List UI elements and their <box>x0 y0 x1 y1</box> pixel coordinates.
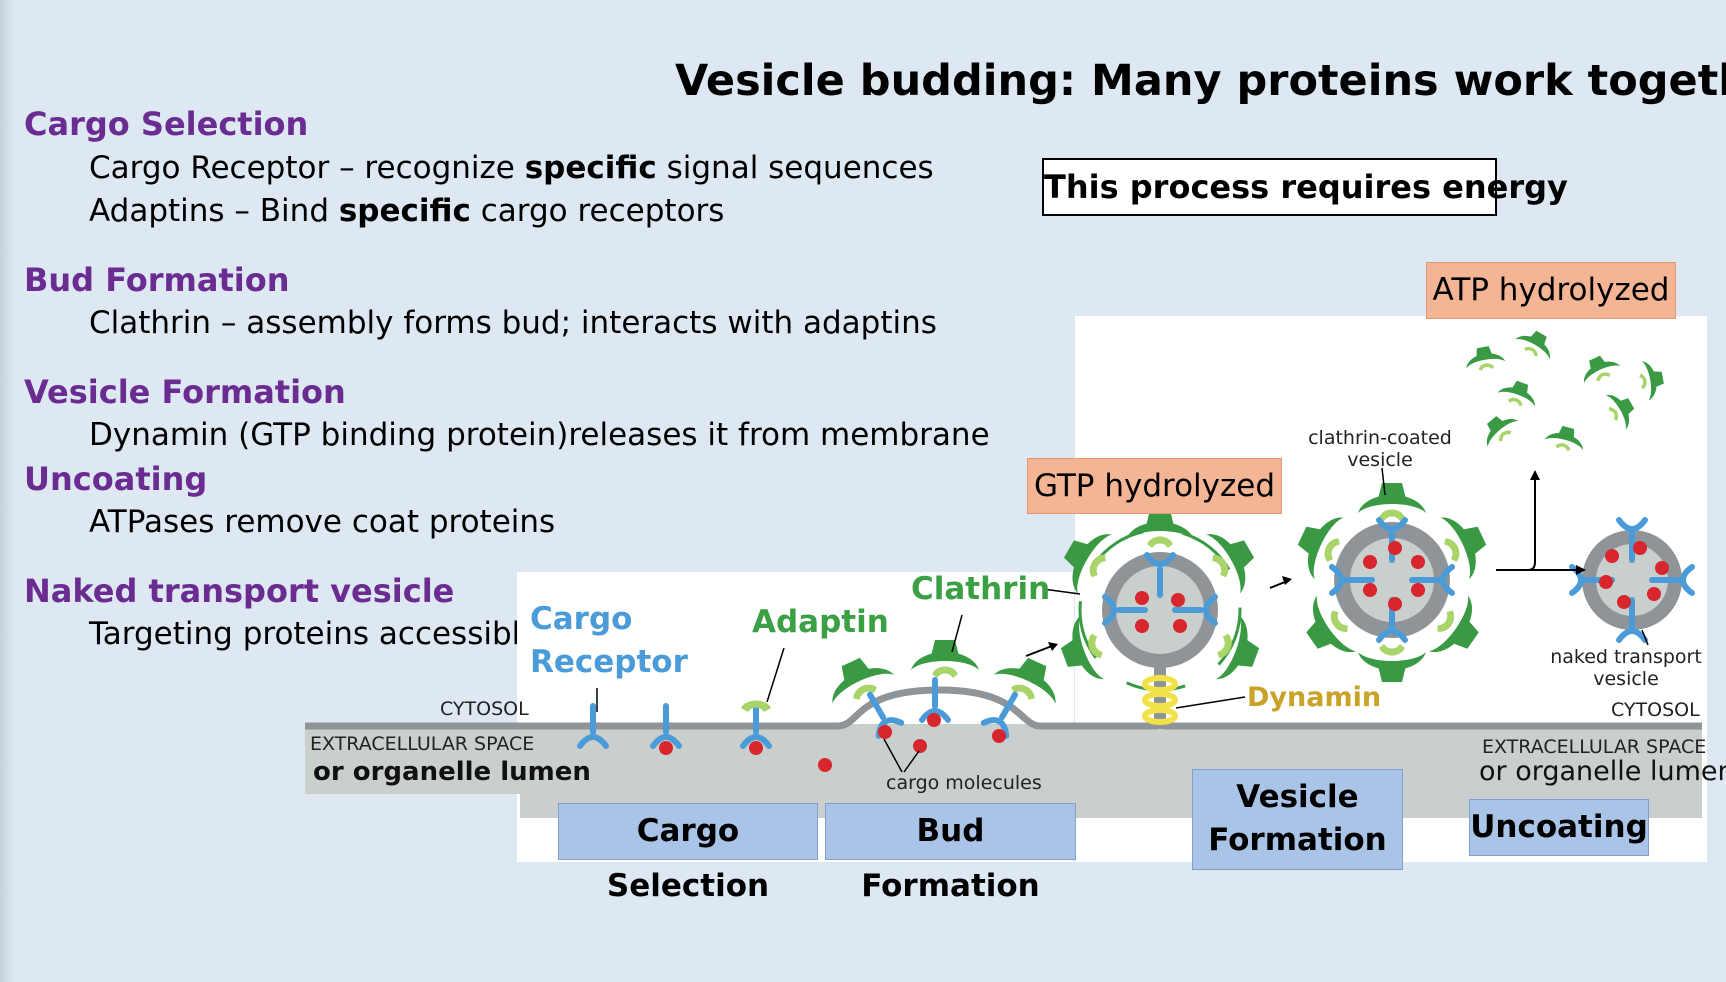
label-lumen-right: or organelle lumen <box>1479 756 1726 787</box>
section-heading-uncoating: Uncoating <box>24 460 208 498</box>
label-extracellular-right: EXTRACELLULAR SPACE <box>1482 736 1707 758</box>
line-targeting: Targeting proteins accessible <box>89 616 540 652</box>
section-heading-cargo-selection: Cargo Selection <box>24 105 309 143</box>
slide-edge-shadow <box>0 0 14 982</box>
stage-cargo-selection: Cargo Selection <box>558 803 818 904</box>
slide-title: Vesicle budding: Many proteins work toge… <box>675 56 1726 106</box>
energy-note-box: This process requires energy <box>1042 158 1568 216</box>
label-cytosol-left: CYTOSOL <box>440 698 529 720</box>
line-cargo-receptor: Cargo Receptor – recognize specific sign… <box>89 150 934 186</box>
stage-bud-formation: Bud Formation <box>825 803 1076 904</box>
section-heading-bud-formation: Bud Formation <box>24 261 290 299</box>
label-clathrin: Clathrin <box>911 571 1051 607</box>
atp-hydrolyzed-label: ATP hydrolyzed <box>1426 262 1676 319</box>
line-dynamin: Dynamin (GTP binding protein)releases it… <box>89 417 990 453</box>
label-dynamin: Dynamin <box>1247 682 1382 713</box>
section-heading-naked-vesicle: Naked transport vesicle <box>24 572 455 610</box>
label-adaptin: Adaptin <box>752 604 889 640</box>
section-heading-vesicle-formation: Vesicle Formation <box>24 373 346 411</box>
label-lumen-left: or organelle lumen <box>313 757 591 787</box>
line-adaptins: Adaptins – Bind specific cargo receptors <box>89 193 725 229</box>
label-cytosol-right: CYTOSOL <box>1611 699 1700 721</box>
stage-uncoating: Uncoating <box>1469 799 1649 856</box>
label-extracellular-left: EXTRACELLULAR SPACE <box>310 733 535 755</box>
line-clathrin: Clathrin – assembly forms bud; interacts… <box>89 305 937 341</box>
line-atpases: ATPases remove coat proteins <box>89 504 556 540</box>
gtp-hydrolyzed-label: GTP hydrolyzed <box>1027 458 1282 514</box>
label-cargo-molecules: cargo molecules <box>886 772 1042 794</box>
